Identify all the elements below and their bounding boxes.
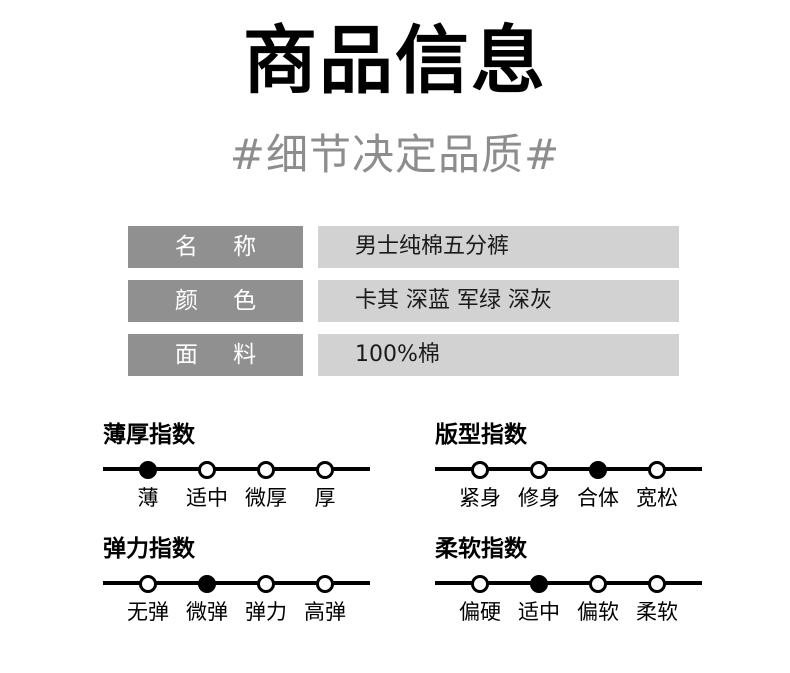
scale-labels: 无弹 微弹 弹力 高弹 <box>103 598 370 626</box>
table-row: 名 称 男士纯棉五分裤 <box>128 226 679 268</box>
scale-dot-3[interactable] <box>648 461 666 479</box>
scale-line <box>435 581 702 585</box>
index-block-softness: 柔软指数 偏硬 适中 偏软 柔软 <box>435 534 735 626</box>
scale-dot-2[interactable] <box>257 575 275 593</box>
scale-dot-3[interactable] <box>648 575 666 593</box>
scale-dot-3[interactable] <box>316 575 334 593</box>
scale-dot-2[interactable] <box>257 461 275 479</box>
scale-dot-1[interactable] <box>198 575 216 593</box>
scale-labels: 紧身 修身 合体 宽松 <box>435 484 702 512</box>
scale-label-3: 宽松 <box>636 486 678 510</box>
index-title: 薄厚指数 <box>103 422 195 448</box>
scale-label-2: 弹力 <box>245 600 287 624</box>
scale-line <box>103 467 370 471</box>
index-title: 版型指数 <box>435 422 527 448</box>
scale-dot-3[interactable] <box>316 461 334 479</box>
index-block-thickness: 薄厚指数 薄 适中 微厚 厚 <box>103 420 403 512</box>
scale-label-2: 微厚 <box>245 486 287 510</box>
scale-label-0: 紧身 <box>459 486 501 510</box>
scale-dot-0[interactable] <box>139 461 157 479</box>
scale-label-0: 偏硬 <box>459 600 501 624</box>
index-scale <box>435 458 702 480</box>
scale-dot-0[interactable] <box>471 575 489 593</box>
scale-label-3: 柔软 <box>636 600 678 624</box>
index-title: 弹力指数 <box>103 536 195 562</box>
spec-value-fabric: 100%棉 <box>318 334 679 376</box>
spec-value-color: 卡其 深蓝 军绿 深灰 <box>318 280 679 322</box>
scale-label-1: 适中 <box>518 600 560 624</box>
scale-labels: 偏硬 适中 偏软 柔软 <box>435 598 702 626</box>
spec-label-color: 颜 色 <box>128 280 303 322</box>
index-title: 柔软指数 <box>435 536 527 562</box>
index-grid: 薄厚指数 薄 适中 微厚 厚 版型指数 紧身 修身 合体 宽松 <box>0 420 790 650</box>
scale-label-0: 薄 <box>137 486 159 510</box>
scale-dot-1[interactable] <box>530 575 548 593</box>
scale-label-1: 适中 <box>186 486 228 510</box>
index-scale <box>435 572 702 594</box>
scale-label-3: 厚 <box>314 486 336 510</box>
scale-dot-2[interactable] <box>589 461 607 479</box>
scale-label-2: 偏软 <box>577 600 619 624</box>
scale-label-1: 修身 <box>518 486 560 510</box>
index-scale <box>103 458 370 480</box>
scale-dot-0[interactable] <box>471 461 489 479</box>
spec-table: 名 称 男士纯棉五分裤 颜 色 卡其 深蓝 军绿 深灰 面 料 100%棉 <box>128 226 679 388</box>
scale-dot-2[interactable] <box>589 575 607 593</box>
scale-dot-0[interactable] <box>139 575 157 593</box>
spec-label-fabric: 面 料 <box>128 334 303 376</box>
table-row: 颜 色 卡其 深蓝 军绿 深灰 <box>128 280 679 322</box>
index-block-fit: 版型指数 紧身 修身 合体 宽松 <box>435 420 735 512</box>
scale-label-0: 无弹 <box>127 600 169 624</box>
scale-labels: 薄 适中 微厚 厚 <box>103 484 370 512</box>
spec-label-name: 名 称 <box>128 226 303 268</box>
scale-label-1: 微弹 <box>186 600 228 624</box>
page-title: 商品信息 <box>243 18 547 104</box>
index-block-elasticity: 弹力指数 无弹 微弹 弹力 高弹 <box>103 534 403 626</box>
scale-label-2: 合体 <box>577 486 619 510</box>
spec-value-name: 男士纯棉五分裤 <box>318 226 679 268</box>
scale-dot-1[interactable] <box>198 461 216 479</box>
scale-line <box>435 467 702 471</box>
scale-dot-1[interactable] <box>530 461 548 479</box>
table-row: 面 料 100%棉 <box>128 334 679 376</box>
page-subtitle: #细节决定品质# <box>229 130 561 179</box>
scale-label-3: 高弹 <box>304 600 346 624</box>
index-scale <box>103 572 370 594</box>
scale-line <box>103 581 370 585</box>
